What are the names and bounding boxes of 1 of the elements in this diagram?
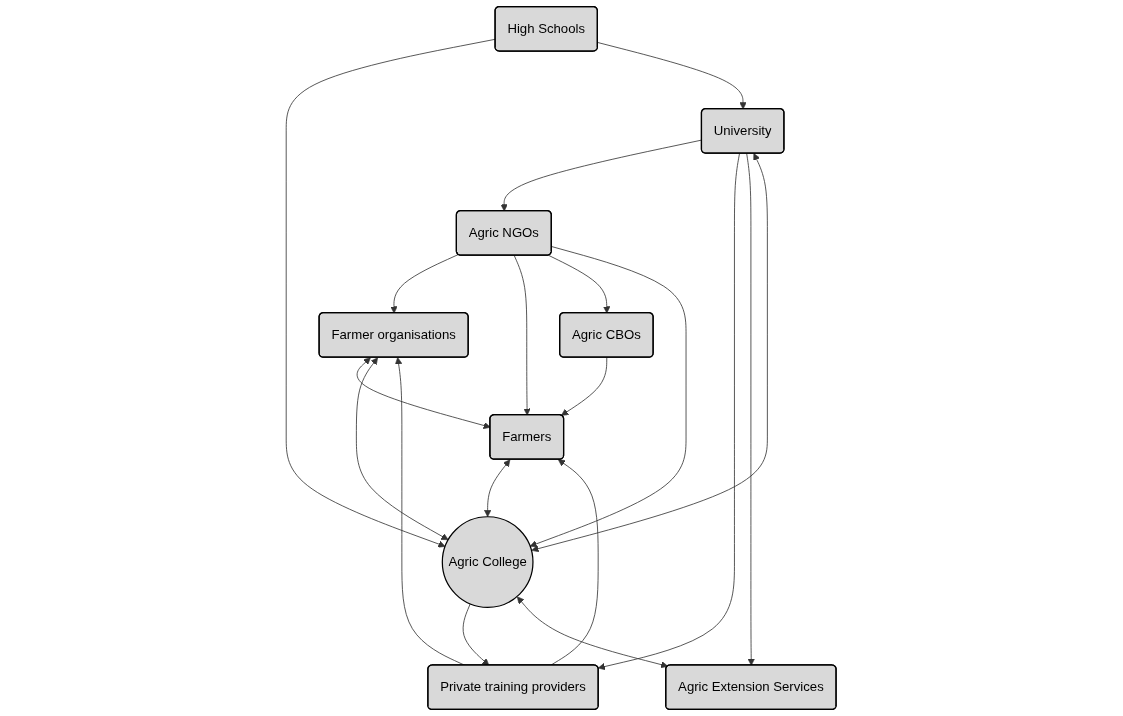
- node-circle: Agric College: [442, 516, 534, 608]
